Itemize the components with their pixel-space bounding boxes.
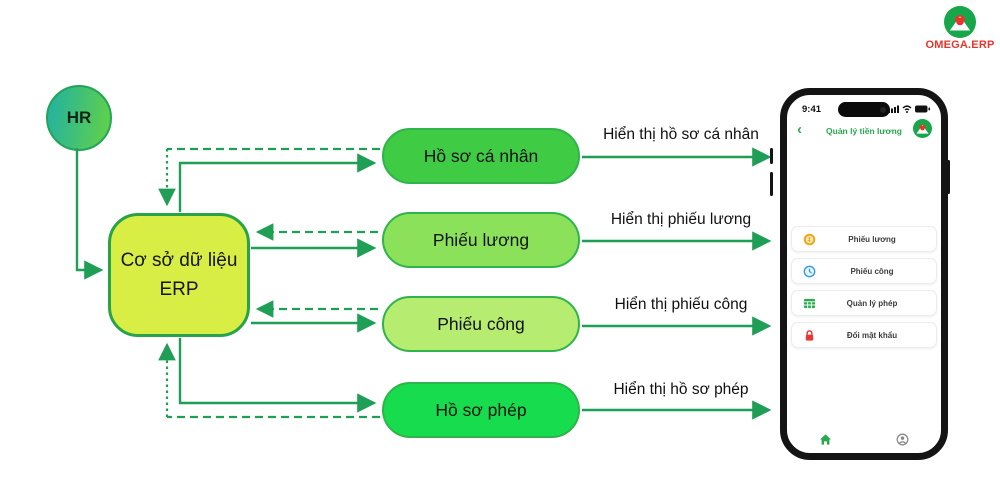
flow-node-label: Phiếu công [437, 313, 525, 334]
menu-item-doi-mat-khau[interactable]: Đổi mật khẩu [791, 322, 937, 348]
phone-menu: Phiếu lương Phiếu công Quản lý phép Đổi … [791, 226, 937, 354]
phone-power-button [947, 160, 950, 194]
flow-node-phieu-cong: Phiếu công [382, 296, 580, 352]
dynamic-island [838, 102, 890, 117]
erp-database-label-line1: Cơ sở dữ liệu [120, 249, 238, 271]
erp-database-label-line2: ERP [159, 279, 199, 300]
menu-item-label: Phiếu lương [848, 234, 896, 244]
menu-item-phieu-luong[interactable]: Phiếu lương [791, 226, 937, 252]
person-icon [896, 433, 909, 446]
phone-mockup: 9:41 ‹ Quản lý tiền lương [780, 88, 948, 460]
arrow-label-phieu-cong: Hiển thị phiếu công [614, 296, 748, 313]
flow-node-label: Hồ sơ phép [435, 399, 527, 420]
phone-volume-button [770, 172, 773, 196]
menu-item-phieu-cong[interactable]: Phiếu công [791, 258, 937, 284]
flow-node-label: Phiếu lương [432, 229, 530, 250]
arrow-erp-to-node-3 [178, 338, 377, 413]
back-chevron-icon[interactable]: ‹ [797, 121, 802, 138]
clock-icon [802, 264, 816, 278]
phone-screen-title: Quản lý tiền lương [826, 126, 902, 136]
phone-volume-button [770, 148, 773, 164]
flow-node-ho-so-ca-nhan: Hồ sơ cá nhân [382, 128, 580, 184]
table-icon [802, 296, 816, 310]
arrow-erp-to-node-0 [178, 153, 377, 212]
signal-icon [888, 105, 899, 113]
coin-icon [802, 232, 816, 246]
flow-node-label: Hồ sơ cá nhân [423, 145, 539, 166]
flow-node-phieu-luong: Phiếu lương [382, 212, 580, 268]
camera-icon [880, 106, 886, 113]
erp-database-node: Cơ sở dữ liệu ERP [108, 213, 250, 337]
battery-icon [915, 105, 930, 113]
menu-item-label: Phiếu công [850, 266, 894, 276]
flow-node-ho-so-phep: Hồ sơ phép [382, 382, 580, 438]
phone-tabbar [787, 433, 941, 446]
omega-logo-icon [944, 6, 976, 38]
brand-logo: OMEGA.ERP [925, 6, 995, 51]
arrow-hr-to-erp [75, 148, 104, 280]
arrow-label-ho-so-phep: Hiển thị hồ sơ phép [613, 381, 749, 398]
status-time: 9:41 [802, 104, 822, 115]
arrow-label-ho-so-ca-nhan: Hiển thị hồ sơ cá nhân [603, 126, 759, 143]
actor-hr-label: HR [66, 108, 92, 127]
lock-icon [802, 328, 816, 342]
tab-profile[interactable] [864, 433, 941, 446]
actor-hr: HR [46, 85, 112, 151]
brand-name: OMEGA.ERP [925, 39, 995, 51]
wifi-icon [902, 105, 912, 113]
menu-item-label: Đổi mật khẩu [846, 330, 898, 340]
tab-home[interactable] [787, 433, 864, 446]
menu-item-quan-ly-phep[interactable]: Quản lý phép [791, 290, 937, 316]
arrow-label-phieu-luong: Hiển thị phiếu lương [610, 211, 752, 228]
menu-item-label: Quản lý phép [846, 298, 898, 308]
status-icons [888, 105, 930, 113]
home-icon [819, 434, 832, 445]
app-logo-icon [913, 119, 932, 138]
